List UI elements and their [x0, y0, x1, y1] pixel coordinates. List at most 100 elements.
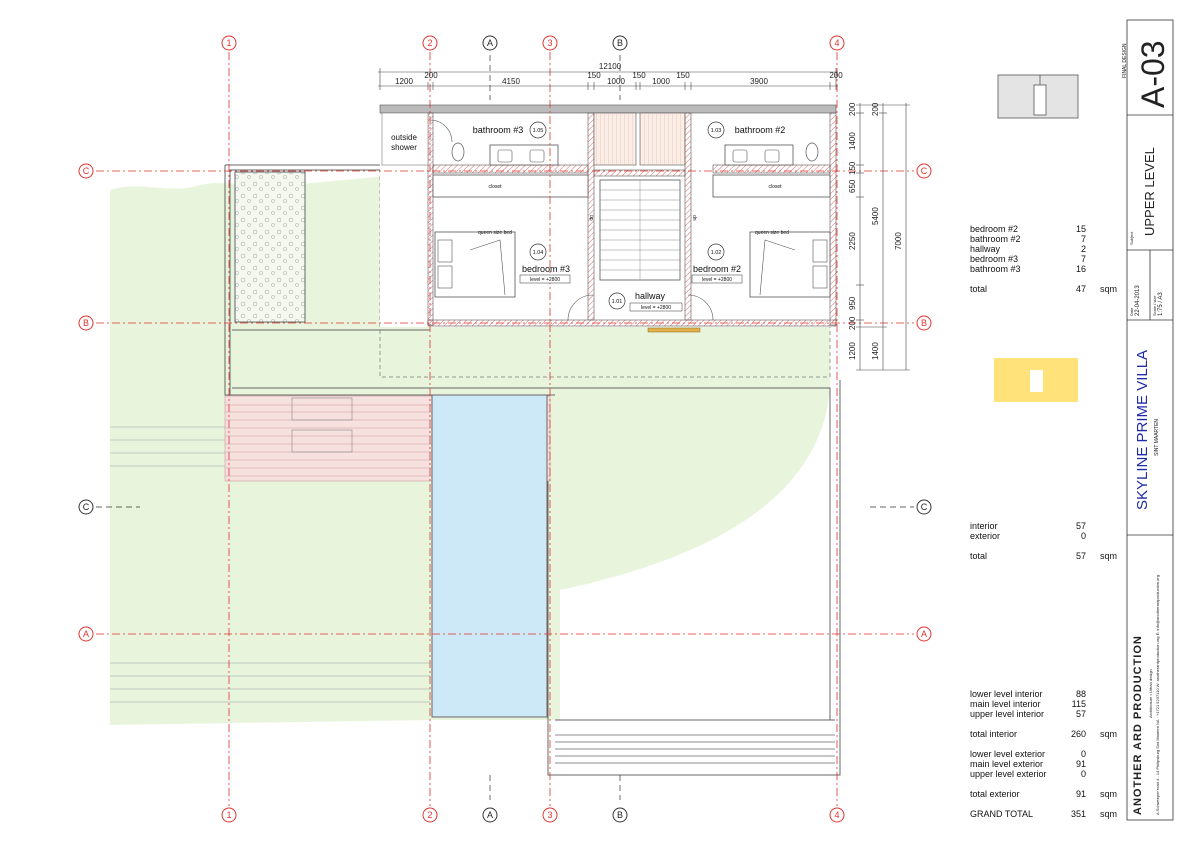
grid-label-1-bottom: 1 [226, 810, 231, 820]
area-row-value: 7 [1080, 254, 1086, 264]
dim-right-5: 2250 [848, 232, 857, 250]
room-code-bathroom-2: 1.03 [711, 128, 722, 134]
date-value: 22-04-2013 [1135, 285, 1141, 316]
grid-bubble-2-bottom [422, 807, 438, 823]
company-subtitle: Architecture • Urban design [1148, 669, 1153, 718]
area-total-label: total exterior [970, 789, 1020, 799]
area-total-unit: sqm [1100, 551, 1118, 561]
dim-top-7: 1000 [652, 77, 670, 86]
dim-right-outer-2: 5400 [871, 207, 880, 225]
room-name-bathroom-2: bathroom #2 [735, 125, 786, 135]
title-status: FINAL DESIGN [1122, 43, 1128, 78]
area-row-value: 57 [1075, 709, 1086, 719]
right-dimension-lines [856, 103, 910, 371]
grid-bubbles [78, 35, 932, 823]
closet-label-left: closet [488, 184, 502, 190]
grid-label-b-left: B [83, 318, 89, 328]
grid-bubble-c-left [78, 163, 94, 179]
area-total-row: total 57 sqm [970, 551, 1140, 561]
scale-label: Scale / size [1152, 295, 1157, 316]
grid-label-c-mid-left: C [83, 502, 90, 512]
dim-top-5: 1000 [607, 77, 625, 86]
room-name-bedroom-3: bedroom #3 [522, 264, 570, 274]
grid-lines [96, 52, 914, 806]
pebble-garden [234, 171, 306, 323]
area-row-value: 57 [1075, 521, 1086, 531]
dim-top-10: 200 [829, 71, 843, 80]
room-level-bedroom-3: level = +2800 [530, 277, 560, 283]
closet-label-right: closet [768, 184, 782, 190]
area-total-value: 260 [1070, 729, 1086, 739]
grid-label-b-right: B [921, 318, 927, 328]
grid-label-a-top: A [487, 38, 493, 48]
room-name-bedroom-2: bedroom #2 [693, 264, 741, 274]
grid-label-b-top: B [617, 38, 623, 48]
dim-top-3: 4150 [502, 77, 520, 86]
area-row-label: interior [970, 521, 998, 531]
room-code-hallway: 1.01 [612, 299, 623, 305]
grand-total-value: 351 [1070, 809, 1086, 819]
bed-label-right: queen size bed [755, 230, 789, 236]
area-row-label: lower level exterior [970, 749, 1046, 759]
shower-label: shower [391, 143, 417, 152]
area-total-value: 57 [1075, 551, 1086, 561]
lawn-steps [110, 426, 430, 703]
dim-right-overall: 7000 [894, 232, 903, 250]
grid-label-b-bottom: B [617, 810, 623, 820]
area-row-label: bathroom #3 [970, 264, 1021, 274]
room-code-bedroom-3: 1.04 [533, 250, 544, 256]
key-plan-upper [997, 74, 1079, 119]
grid-label-c-mid-right: C [921, 502, 928, 512]
grid-bubble-a-right [916, 626, 932, 642]
area-row-value: 88 [1075, 689, 1086, 699]
grid-bubbles-dark [78, 35, 932, 823]
dim-right-3: 150 [848, 161, 857, 175]
project-name: SKYLINE PRIME VILLA [1134, 349, 1151, 510]
area-row-label: upper level interior [970, 709, 1045, 719]
dim-right-4: 650 [848, 179, 857, 193]
room-name-bathroom-3: bathroom #3 [473, 125, 524, 135]
area-total-value: 91 [1075, 789, 1086, 799]
grid-lines-secondary [96, 55, 914, 800]
title-block-frame [1126, 19, 1174, 821]
area-total-unit: sqm [1100, 789, 1118, 799]
pool-steps [555, 734, 835, 764]
project-location: SINT MAARTEN [1154, 418, 1160, 456]
area-row: upper level interior 57 [970, 709, 1140, 719]
area-row-value: 15 [1075, 224, 1086, 234]
area-total-unit: sqm [1100, 729, 1118, 739]
grid-bubble-c-right [916, 163, 932, 179]
subject-label: Subject [1129, 231, 1134, 245]
sheet-subject: UPPER LEVEL [1142, 147, 1157, 236]
room-code-bathroom-3: 1.05 [533, 128, 544, 134]
pool [431, 394, 548, 718]
area-total-label: total [970, 551, 988, 561]
dim-right-outer-1: 200 [871, 102, 880, 116]
area-row: bedroom #2 15 [970, 224, 1140, 234]
dim-top-6: 150 [632, 71, 646, 80]
scale-value: 1:75 / A3 [1158, 292, 1164, 316]
dim-right-7: 200 [848, 316, 857, 330]
room-name-hallway: hallway [635, 291, 666, 301]
date-label: Date [1129, 307, 1134, 316]
top-dimension-lines [378, 68, 838, 90]
bed-label-left: queen size bed [478, 230, 512, 236]
area-total-label: total interior [970, 729, 1018, 739]
dim-right-8: 1200 [848, 342, 857, 360]
stair-label-dn: dn [691, 215, 697, 221]
grid-bubble-3-bottom [542, 807, 558, 823]
area-row-label: main level exterior [970, 759, 1044, 769]
area-total-row: total exterior 91 sqm [970, 789, 1140, 799]
grid-label-2-bottom: 2 [427, 810, 432, 820]
grid-label-4-bottom: 4 [834, 810, 839, 820]
area-row-label: bedroom #2 [970, 224, 1019, 234]
